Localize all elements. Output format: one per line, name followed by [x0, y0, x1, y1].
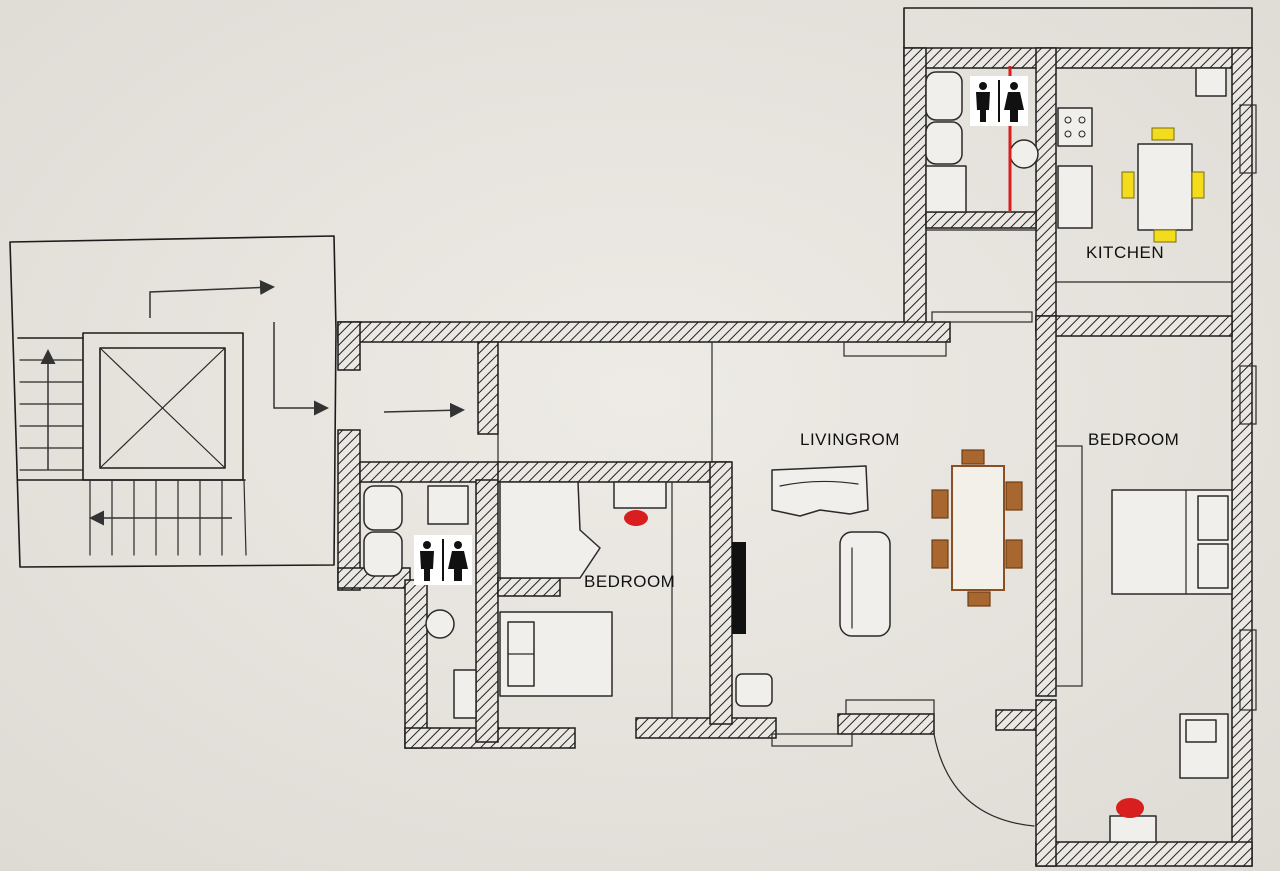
bedroom-right-label: BEDROOM [1088, 430, 1179, 449]
stairwell [9, 235, 337, 568]
wc-top-fixtures [925, 66, 1039, 213]
dining-chair [961, 449, 985, 465]
kitchen-chair [1191, 171, 1205, 199]
dining-chair [931, 539, 949, 569]
dining-chair [931, 489, 949, 519]
dining-table [951, 465, 1005, 591]
bedroom-left-label: BEDROOM [584, 572, 675, 591]
kitchen-label: KITCHEN [1086, 243, 1164, 262]
dining-chair [967, 591, 991, 607]
path-arrow-top-icon [149, 279, 275, 318]
plan-linework [383, 7, 1257, 827]
livingroom-furniture [732, 449, 1023, 707]
restroom-icon [970, 76, 1028, 126]
kitchen-chair [1151, 127, 1175, 141]
bedroom-left-furniture [499, 481, 667, 697]
bedroom-right-furniture [1109, 489, 1233, 843]
red-marker [624, 510, 648, 526]
wc-left-fixtures [363, 485, 477, 719]
kitchen-chair [1121, 171, 1135, 199]
walls [337, 47, 1253, 867]
kitchen-furniture [1057, 67, 1227, 243]
path-arrow-entry-icon [273, 322, 329, 416]
hall-arrow-icon [383, 402, 465, 418]
dining-chair [1005, 481, 1023, 511]
restroom-icon-left [414, 535, 472, 585]
kitchen-chair [1153, 229, 1177, 243]
fireplace [732, 542, 746, 634]
livingroom-label: LIVINGROM [800, 430, 900, 449]
dining-chair [1005, 539, 1023, 569]
red-marker [1116, 798, 1144, 818]
